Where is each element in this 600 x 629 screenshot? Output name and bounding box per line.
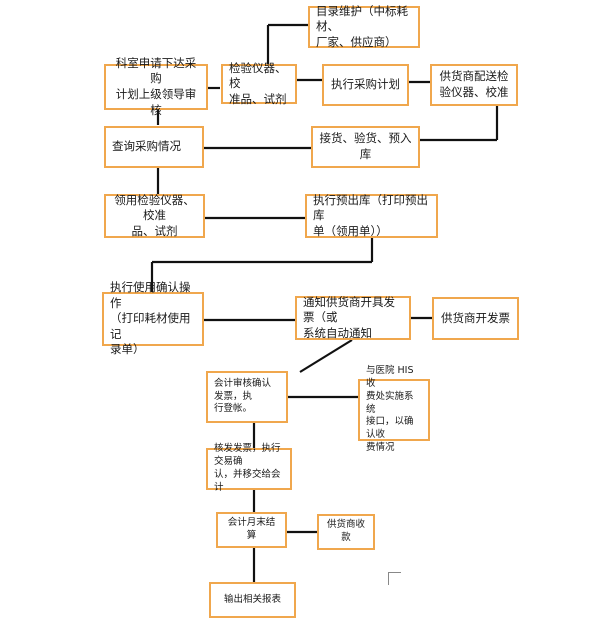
node-inspect-items: 检验仪器、校 准品、试剂 [221,61,297,106]
node-month-end: 会计月末结算 [216,512,287,548]
node-supplier-payment: 供货商收款 [317,514,375,550]
corner-mark [388,572,401,585]
node-supplier-deliver: 供货商配送检 验仪器、校准 [430,64,518,106]
node-supplier-invoice: 供货商开发票 [432,297,519,340]
node-verify-invoice: 核发发票，执行交易确 认，并移交给会计 [206,443,292,493]
node-notify-supplier: 通知供货商开具发票（或 系统自动通知 [295,295,411,340]
node-execute-purchase: 执行采购计划 [322,64,409,106]
connector [299,339,353,373]
node-output-report: 输出相关报表 [209,582,296,618]
node-his-interface: 与医院 HIS 收 费处实施系统 接口，以确认收 费情况 [358,365,430,453]
node-receive-items: 领用检验仪器、校准 品、试剂 [104,193,205,238]
node-accounting-review: 会计审核确认发票，执 行登帐。 [206,371,288,423]
node-dept-apply: 科室申请下达采购 计划上级领导审核 [104,56,208,117]
node-pre-outbound: 执行预出库（打印预出库 单（领用单）） [305,193,438,238]
node-receive-accept: 接货、验货、预入库 [311,126,420,168]
node-confirm-use: 执行使用确认操作 （打印耗材使用记 录单） [102,280,204,356]
node-query-purchase: 查询采购情况 [104,126,204,168]
node-catalog-maintenance: 目录维护（中标耗材、 厂家、供应商） [308,4,420,49]
